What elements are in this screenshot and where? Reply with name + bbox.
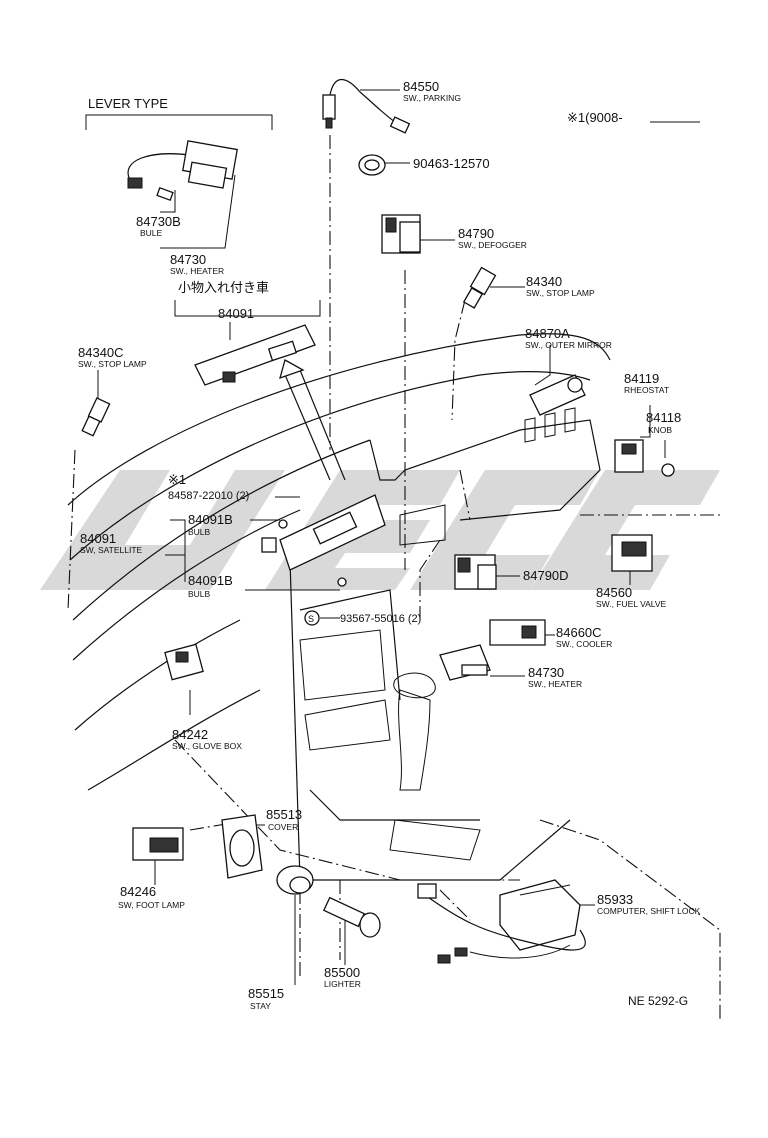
part-84119-rheostat <box>614 439 675 477</box>
part-description: SW., HEATER <box>170 266 224 276</box>
part-description: SW., COOLER <box>556 639 612 649</box>
part-description: STAY <box>250 1001 271 1011</box>
part-84242-glove-box-switch <box>164 643 204 681</box>
part-number: 84870A <box>525 326 570 341</box>
part-description: SW., FUEL VALVE <box>596 599 667 609</box>
part-number: 84550 <box>403 79 439 94</box>
with-storage-label: 小物入れ付き車 <box>178 280 269 295</box>
part-number: 85500 <box>324 965 360 980</box>
part-84340-stop-lamp-switch <box>462 266 497 309</box>
arrow-indicator <box>279 359 346 481</box>
part-description: SW., STOP LAMP <box>526 288 595 298</box>
part-84560-fuel-valve-switch <box>611 534 653 572</box>
part-number: 84560 <box>596 585 632 600</box>
part-number: 84118 <box>646 410 681 425</box>
callout-lines <box>85 89 700 985</box>
part-description: KNOB <box>648 425 672 435</box>
part-84660c-cooler-switch <box>489 619 546 646</box>
part-description: RHEOSTAT <box>624 385 669 395</box>
part-description: BULB <box>188 527 211 537</box>
part-number: 85513 <box>266 807 302 822</box>
part-description: SW, SATELLITE <box>80 545 143 555</box>
part-84790d-switch <box>454 554 497 590</box>
note-period: ※1(9008- <box>567 110 623 125</box>
part-number: 90463-12570 <box>413 156 490 171</box>
part-84870a-outer-mirror-switch <box>529 374 586 416</box>
part-description: BULE <box>140 228 163 238</box>
part-description: SW., STOP LAMP <box>78 359 147 369</box>
part-description: SW, FOOT LAMP <box>118 900 185 910</box>
part-84340c-stop-lamp-switch <box>81 397 111 437</box>
watermark-logo <box>40 470 720 590</box>
lever-type-heading: LEVER TYPE <box>88 96 168 111</box>
part-number: 84246 <box>120 884 156 899</box>
part-description: COMPUTER, SHIFT LOCK <box>597 906 701 916</box>
part-85513-cover <box>221 814 263 879</box>
part-number: 85515 <box>248 986 284 1001</box>
part-85515-stay <box>276 865 314 895</box>
part-number: 84790 <box>458 226 494 241</box>
part-85933-shift-lock-computer <box>417 879 586 964</box>
part-description: SW., DEFOGGER <box>458 240 527 250</box>
part-84730-heater-switch <box>439 644 491 681</box>
part-number: 84340 <box>526 274 562 289</box>
part-number: 84242 <box>172 727 208 742</box>
part-84091-satellite-switch <box>261 494 386 587</box>
part-number: 84730 <box>528 665 564 680</box>
part-number: 84091 <box>218 306 254 321</box>
diagram-code: NE 5292-G <box>628 994 688 1008</box>
part-number: 93567-55016 (2) <box>340 613 421 625</box>
part-description: SW., OUTER MIRROR <box>525 340 612 350</box>
part-85500-lighter <box>322 896 381 938</box>
part-description: SW., HEATER <box>528 679 582 689</box>
part-number: 84790D <box>523 568 569 583</box>
dashboard-outline <box>67 333 611 881</box>
part-number: 84587-22010 (2) <box>168 490 249 502</box>
part-description: LIGHTER <box>324 979 361 989</box>
screw-93567: S <box>304 610 320 626</box>
part-number: 84091B <box>188 512 233 527</box>
part-number: 84340C <box>78 345 124 360</box>
part-number: 84730 <box>170 252 206 267</box>
part-84550-parking-switch <box>322 79 411 134</box>
part-84730-lever-heater-switch <box>127 140 238 201</box>
part-number: 84091 <box>80 531 116 546</box>
part-number: 84660C <box>556 625 602 640</box>
part-84246-foot-lamp-switch <box>132 827 184 861</box>
part-90463-clip <box>358 154 386 176</box>
part-description: SW., GLOVE BOX <box>172 741 242 751</box>
part-84091-satellite-switch-upper <box>194 324 316 386</box>
part-number: 84091B <box>188 573 233 588</box>
note-mark: ※1 <box>168 472 186 487</box>
part-description: SW., PARKING <box>403 93 461 103</box>
part-description: BULB <box>188 589 211 599</box>
part-number: 84119 <box>624 371 659 386</box>
part-number: 85933 <box>597 892 633 907</box>
svg-text:S: S <box>308 614 314 624</box>
part-description: COVER <box>268 822 298 832</box>
part-84790-defogger-switch <box>381 214 421 254</box>
part-number: 84730B <box>136 214 181 229</box>
